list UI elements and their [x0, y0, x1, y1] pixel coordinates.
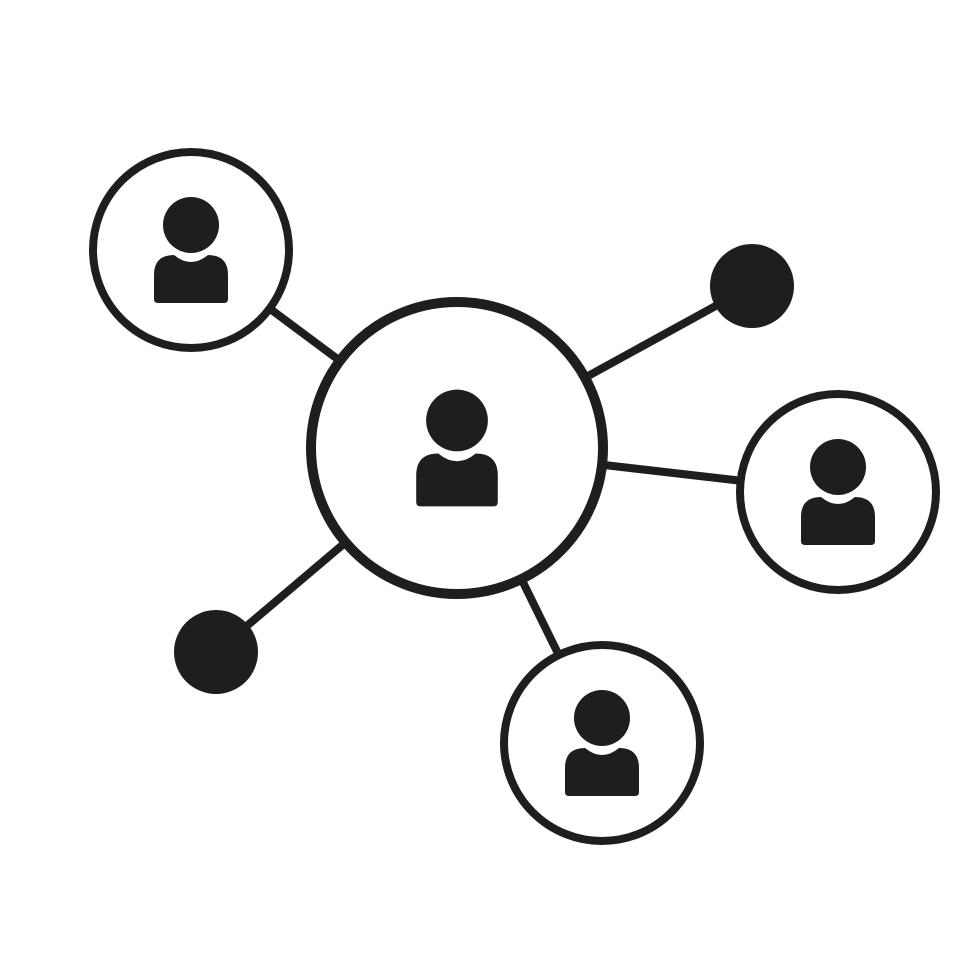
user-icon [801, 439, 875, 545]
user-node-top-left [89, 148, 293, 352]
dot-node-top-right-dot [710, 244, 794, 328]
dot-node-bottom-left-dot [174, 610, 258, 694]
network-nodes [89, 148, 940, 845]
user-node-center [306, 297, 608, 599]
user-node-bottom [500, 641, 704, 845]
user-node-right [736, 390, 940, 594]
dot-icon [710, 244, 794, 328]
user-icon [565, 690, 639, 796]
dot-icon [174, 610, 258, 694]
user-icon [154, 197, 228, 303]
user-icon [416, 389, 498, 507]
